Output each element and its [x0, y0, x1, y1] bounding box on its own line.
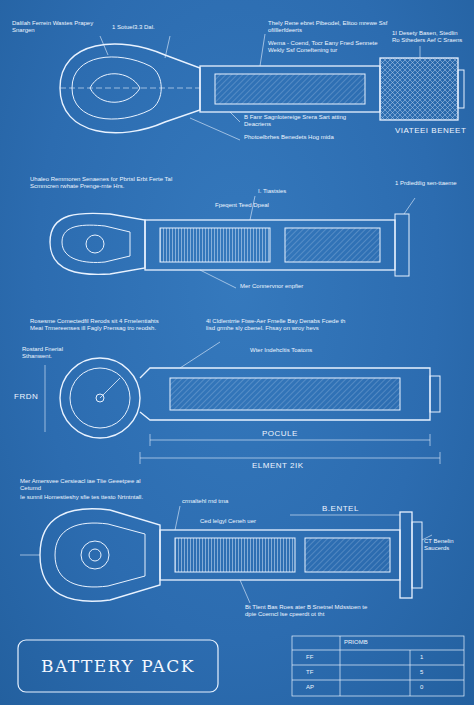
callout-note: Ced lelgyl Ceneh uer	[200, 518, 290, 525]
callout-note: 1I Desety Basen, Stedlin Ro Stheders Aef…	[392, 30, 464, 44]
data-table	[292, 636, 464, 696]
assembly-view	[20, 506, 432, 603]
side-view	[50, 196, 415, 288]
top-view	[60, 34, 464, 140]
callout-note: Bt Tlent Bas Roes ater B Snetnel Mdsstoe…	[245, 604, 375, 618]
callout-note: B Fanr Sagnlotereige Srera Sart atting D…	[244, 114, 354, 128]
callout-note: 1 Sotuel3.3 Dal.	[112, 24, 182, 31]
callout-note: I. Tiastsies	[258, 188, 318, 195]
callout-note: Ie sunnil Homestieshy sfie tes ttesto Nr…	[20, 494, 160, 501]
callout-note: Wema - Coend, Tocr Eany Fned Sennete Wek…	[268, 40, 378, 54]
callout-note: Rosesme Comectedfil Rerods sit 4 Frnelen…	[30, 318, 170, 332]
title-text: BATTERY PACK	[41, 656, 195, 676]
callout-note: Photoelbrhes Benedets Hog mida	[244, 134, 344, 141]
dimension-label: FRDN	[14, 392, 42, 401]
callout-note: 4l Cldlentrrie Ftwe-Aer Frnelle Bay Dena…	[206, 318, 356, 332]
table-cell: 0	[420, 684, 450, 691]
table-cell: AP	[306, 684, 336, 691]
table-cell: 5	[420, 669, 450, 676]
callout-note: Dalilah Ferrein Wastes Prapey Snargen	[12, 20, 97, 34]
callout-note: Wter Indehcltis Toatons	[250, 347, 330, 354]
callout-note: Rostard Fnerial Sthanwent.	[22, 346, 82, 360]
callout-note: Fpeqent Teed Dpeal	[215, 202, 275, 209]
dimension-label: ELMENT 2IK	[252, 461, 322, 470]
dimension-label: B.ENTEL	[322, 504, 372, 513]
section-view	[45, 342, 440, 464]
table-cell: 1	[420, 654, 450, 661]
title-frame	[18, 640, 218, 692]
table-cell: FF	[306, 654, 336, 661]
dimension-label: POCULE	[262, 429, 312, 438]
callout-note: CT Benelin Saucerds	[424, 538, 470, 552]
dimension-label: VIATEEI BENEET	[395, 126, 467, 135]
callout-note: crmaltehl rnd tma	[182, 498, 252, 505]
callout-note: Mer Connervnor enpfier	[240, 283, 310, 290]
table-cell: TF	[306, 669, 336, 676]
table-cell: PRIOMB	[344, 639, 424, 646]
callout-note: Uhaleo Remmoren Senaenes for Pbrtsl Erbt…	[30, 176, 180, 190]
callout-note: Thely Rene ebret Pibeodel, Elitoo mrewe …	[268, 20, 388, 34]
callout-note: 1 Prdiedtlig sen-ttaeme	[395, 180, 467, 187]
callout-note: Mer Amersvee Cersieacl iae Tlie Geeetpee…	[20, 478, 150, 492]
